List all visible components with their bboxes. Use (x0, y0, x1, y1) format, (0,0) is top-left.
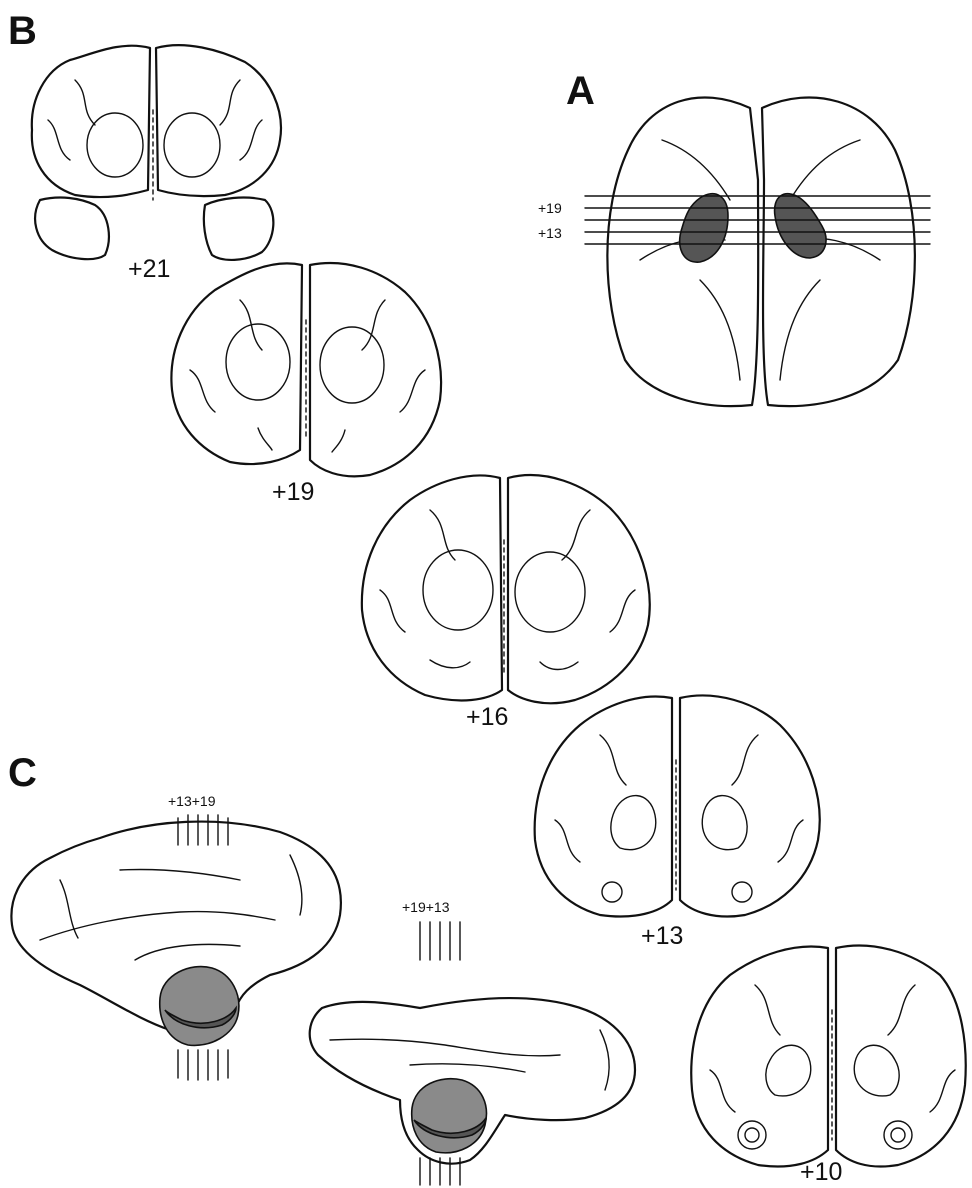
ventral-lesion-left (680, 194, 728, 262)
level-label-13: +13 (538, 225, 562, 241)
medial-lesion-left (160, 967, 239, 1046)
panel-label-b: B (8, 9, 37, 53)
medial-lesion-right (412, 1079, 487, 1153)
section-label-19: +19 (272, 478, 314, 506)
coronal-section-10 (691, 946, 965, 1167)
level-label-19: +19 (538, 200, 562, 216)
section-label-21: +21 (128, 255, 170, 283)
coronal-section-21 (32, 45, 281, 260)
coronal-section-19 (171, 263, 441, 476)
ventral-brain-view: +19 +13 (538, 97, 930, 406)
section-label-10: +10 (800, 1158, 842, 1186)
panel-label-a: A (566, 69, 595, 113)
panel-label-c: C (8, 751, 37, 795)
section-label-13: +13 (641, 922, 683, 950)
coronal-section-13 (535, 696, 820, 917)
ventral-lesion-right (775, 194, 826, 258)
section-label-16: +16 (466, 703, 508, 731)
left-level-label: +13+19 (168, 793, 216, 809)
medial-view-right: +19+13 (310, 899, 635, 1185)
ventral-right-hemisphere (762, 97, 915, 406)
coronal-section-16 (362, 475, 650, 703)
medial-view-left: +13+19 (11, 793, 340, 1080)
right-level-label: +19+13 (402, 899, 450, 915)
